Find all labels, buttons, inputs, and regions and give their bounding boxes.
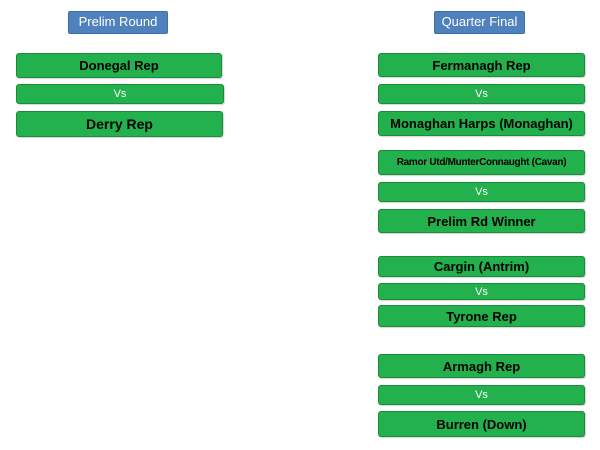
qf4-vs: Vs	[378, 385, 585, 405]
prelim-team2: Derry Rep	[16, 111, 223, 137]
qf1-team1: Fermanagh Rep	[378, 53, 585, 77]
qf4-team1: Armagh Rep	[378, 354, 585, 378]
qf2-team2: Prelim Rd Winner	[378, 209, 585, 233]
prelim-round-header: Prelim Round	[68, 11, 168, 34]
qf2-vs: Vs	[378, 182, 585, 202]
prelim-team1: Donegal Rep	[16, 53, 222, 78]
prelim-vs: Vs	[16, 84, 224, 104]
qf2-team1: Ramor Utd/MunterConnaught (Cavan)	[378, 150, 585, 175]
qf3-team1: Cargin (Antrim)	[378, 256, 585, 277]
qf1-vs: Vs	[378, 84, 585, 104]
quarter-final-header: Quarter Final	[434, 11, 525, 34]
qf1-team2: Monaghan Harps (Monaghan)	[378, 111, 585, 136]
qf3-team2: Tyrone Rep	[378, 305, 585, 327]
qf4-team2: Burren (Down)	[378, 411, 585, 437]
qf3-vs: Vs	[378, 283, 585, 300]
